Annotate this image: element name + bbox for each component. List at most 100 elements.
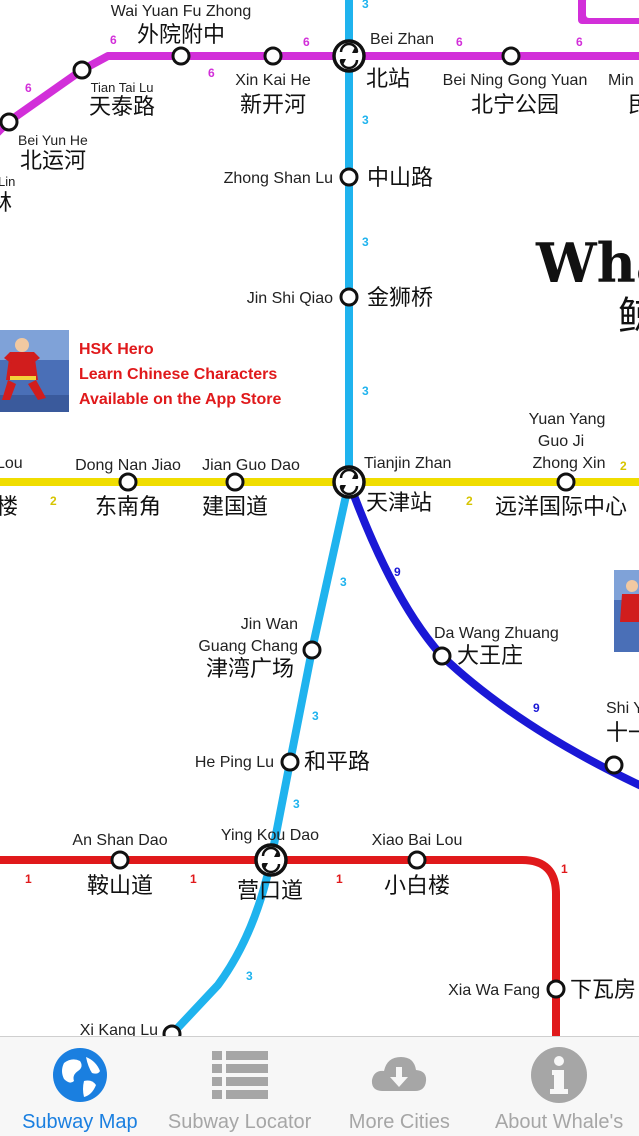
svg-text:天津站: 天津站 (366, 491, 432, 516)
svg-text:Jin Shi Qiao: Jin Shi Qiao (247, 290, 333, 307)
line-6-number: 6 (110, 33, 117, 47)
tab-more-cities[interactable]: More Cities (320, 1037, 480, 1136)
svg-text:Bei Ning Gong Yuan: Bei Ning Gong Yuan (443, 72, 588, 89)
hsk-hero-ad[interactable]: HSK Hero Learn Chinese Characters Availa… (0, 330, 282, 412)
svg-text:Xia Wa Fang: Xia Wa Fang (448, 982, 540, 999)
cloud-download-icon (372, 1057, 427, 1091)
station-jian-guo-dao[interactable]: Jian Guo Dao 建国道 (202, 457, 300, 520)
station-tian-tai-lu[interactable]: Tian Tai Lu 天泰路 (72, 60, 155, 120)
svg-text:Dong Nan Jiao: Dong Nan Jiao (75, 457, 181, 474)
station-jin-shi-qiao[interactable]: Jin Shi Qiao 金狮桥 (247, 286, 433, 311)
station-he-ping-lu[interactable]: He Ping Lu 和平路 (195, 750, 370, 775)
line-3-number: 3 (362, 0, 369, 11)
line-3-track (164, 0, 353, 1036)
svg-text:天泰路: 天泰路 (89, 95, 155, 120)
station-jin-wan-guang-chang[interactable]: Jin Wan Guang Chang 津湾广场 (198, 616, 322, 682)
station-xi-kang-lu[interactable]: Xi Kang Lu (80, 1022, 182, 1036)
svg-text:北站: 北站 (366, 67, 410, 92)
subway-map[interactable]: 6 6 6 6 6 6 3 3 3 3 3 3 3 3 2 2 2 9 9 1 … (0, 0, 639, 1036)
transfer-icon (261, 846, 281, 874)
svg-text:Min: Min (608, 72, 634, 89)
line-1-track (0, 856, 560, 1036)
line-6-number: 6 (208, 66, 215, 80)
station-bei-yun-he[interactable]: Bei Yun He 北运河 (0, 112, 88, 174)
station-min-partial[interactable]: Min 民 (608, 72, 639, 118)
svg-text:Xiao Bai Lou: Xiao Bai Lou (372, 832, 463, 849)
line-6-number: 6 (456, 35, 463, 49)
svg-text:Guo Ji: Guo Ji (538, 433, 584, 450)
line-1-number: 1 (25, 872, 32, 886)
svg-text:小白楼: 小白楼 (384, 874, 450, 899)
svg-text:营口道: 营口道 (237, 879, 303, 904)
svg-text:津湾广场: 津湾广场 (206, 657, 294, 682)
station-xin-kai-he[interactable]: Xin Kai He 新开河 (235, 46, 311, 118)
svg-text:外院附中: 外院附中 (137, 23, 225, 48)
station-wai-yuan-fu-zhong[interactable]: Wai Yuan Fu Zhong 外院附中 (111, 3, 252, 66)
station-xiao-bai-lou[interactable]: Xiao Bai Lou 小白楼 (372, 832, 463, 899)
station-yuan-yang-guo-ji-zhong-xin[interactable]: Yuan Yang Guo Ji Zhong Xin 远洋国际中心 (495, 411, 627, 520)
svg-text:建国道: 建国道 (202, 495, 268, 520)
svg-text:He Ping Lu: He Ping Lu (195, 754, 274, 771)
globe-icon (52, 1048, 107, 1102)
line-1-number: 1 (190, 872, 197, 886)
station-lin-partial[interactable]: Lin 林 (0, 174, 15, 216)
svg-text:和平路: 和平路 (304, 750, 370, 775)
svg-text:楼: 楼 (0, 495, 18, 520)
svg-text:林: 林 (0, 191, 12, 216)
line-2-number: 2 (50, 494, 57, 508)
transfer-icon (339, 468, 359, 496)
list-icon (211, 1051, 268, 1099)
svg-text:Tian Tai Lu: Tian Tai Lu (91, 80, 154, 95)
transfer-icon (339, 42, 359, 70)
subway-map-canvas[interactable]: 6 6 6 6 6 6 3 3 3 3 3 3 3 3 2 2 2 9 9 1 … (0, 0, 639, 1036)
svg-text:Bei Yun He: Bei Yun He (18, 132, 88, 148)
svg-text:北宁公园: 北宁公园 (471, 93, 559, 118)
tab-about-whales[interactable]: About Whale's (479, 1037, 639, 1136)
svg-text:新开河: 新开河 (240, 93, 306, 118)
tab-bar: Subway Map Subway Locator More Cities Ab… (0, 1036, 639, 1136)
line-3-number: 3 (362, 235, 369, 249)
svg-text:Ying Kou Dao: Ying Kou Dao (221, 827, 319, 844)
station-tianjin-zhan[interactable]: Tianjin Zhan 天津站 (332, 455, 451, 516)
station-an-shan-dao[interactable]: An Shan Dao 鞍山道 (72, 832, 167, 899)
station-dong-nan-jiao[interactable]: Dong Nan Jiao 东南角 (75, 457, 181, 520)
svg-text:HSK Hero: HSK Hero (79, 341, 154, 358)
line-6-number: 6 (303, 35, 310, 49)
svg-text:Jin Wan: Jin Wan (241, 616, 298, 633)
line-6-number: 6 (576, 35, 583, 49)
line-9-number: 9 (394, 565, 401, 579)
info-icon (531, 1047, 588, 1103)
line-3-number: 3 (312, 709, 319, 723)
station-bei-zhan[interactable]: Bei Zhan 北站 (332, 31, 434, 92)
svg-text:下瓦房: 下瓦房 (570, 978, 636, 1003)
station-bei-ning-gong-yuan[interactable]: Bei Ning Gong Yuan 北宁公园 (443, 46, 588, 118)
line-6-number: 6 (25, 81, 32, 95)
line-2-number: 2 (466, 494, 473, 508)
tab-subway-locator[interactable]: Subway Locator (160, 1037, 320, 1136)
line-9-number: 9 (533, 701, 540, 715)
station-zhong-shan-lu[interactable]: Zhong Shan Lu 中山路 (224, 166, 433, 191)
svg-text:Zhong Shan Lu: Zhong Shan Lu (224, 170, 333, 187)
svg-text:Whal: Whal (535, 231, 639, 295)
line-1-number: 1 (336, 872, 343, 886)
station-shi-partial[interactable]: Shi Y 十一 (604, 700, 639, 775)
svg-text:Wai Yuan Fu Zhong: Wai Yuan Fu Zhong (111, 3, 252, 20)
svg-text:Jian Guo Dao: Jian Guo Dao (202, 457, 300, 474)
station-da-wang-zhuang[interactable]: Da Wang Zhuang 大王庄 (432, 625, 559, 669)
svg-text:Xin Kai He: Xin Kai He (235, 72, 311, 89)
svg-text:Bei Zhan: Bei Zhan (370, 31, 434, 48)
svg-text:十一: 十一 (606, 721, 639, 746)
svg-text:An Shan Dao: An Shan Dao (72, 832, 167, 849)
svg-text:鞍山道: 鞍山道 (87, 874, 153, 899)
station-xia-wa-fang[interactable]: Xia Wa Fang 下瓦房 (448, 978, 636, 1003)
line-number-labels: 6 6 6 6 6 6 3 3 3 3 3 3 3 3 2 2 2 9 9 1 … (25, 0, 627, 983)
tab-subway-map[interactable]: Subway Map (0, 1037, 160, 1136)
svg-text:Zhong Xin: Zhong Xin (533, 455, 606, 472)
svg-text:Xi Kang Lu: Xi Kang Lu (80, 1022, 158, 1036)
hsk-hero-ad-partial[interactable] (614, 570, 639, 652)
station-ying-kou-dao[interactable]: Ying Kou Dao 营口道 (221, 827, 319, 904)
station-lou-partial[interactable]: Lou 楼 (0, 455, 23, 520)
svg-text:北运河: 北运河 (20, 149, 86, 174)
svg-text:民: 民 (628, 93, 639, 118)
line-3-number: 3 (362, 384, 369, 398)
